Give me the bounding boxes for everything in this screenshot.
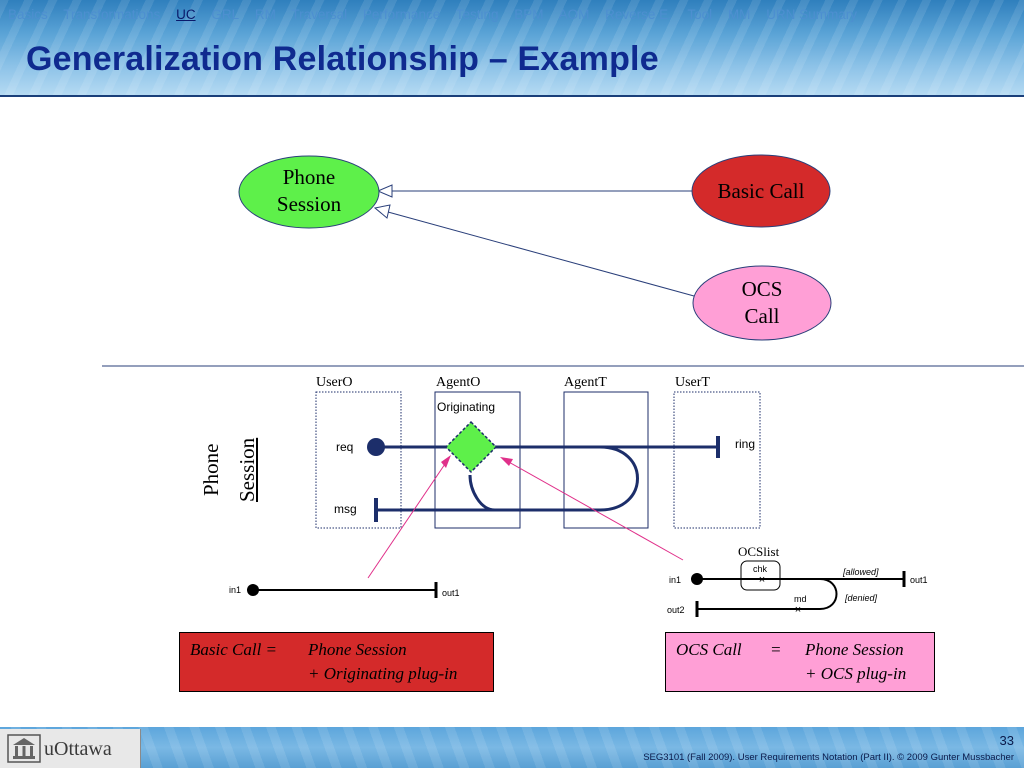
originating-stub <box>444 420 498 474</box>
uottawa-logo-text: uOttawa <box>44 738 112 760</box>
nav-item-traversal[interactable]: Traversal <box>291 7 348 22</box>
plugin-right-path-denied <box>697 578 838 610</box>
ocs-call-eq-rhs2: + OCS plug-in <box>805 664 907 683</box>
label-req: req <box>336 440 354 454</box>
nav-item-reverse-e[interactable]: Reverse E. <box>605 7 672 22</box>
map-title-line1: Phone <box>199 443 223 497</box>
binding-arrow-originating <box>367 460 448 579</box>
map-title-container: Phone Session <box>196 426 276 502</box>
map-title-line2: Session <box>235 437 259 502</box>
basic-call-label: Basic Call <box>717 179 805 203</box>
phone-session-ellipse <box>238 155 380 229</box>
phone-session-line1: Phone <box>282 165 336 189</box>
basic-call-eq-rhs1: Phone Session <box>308 640 407 659</box>
label-msg: msg <box>334 502 357 516</box>
stub-label-originating: Originating <box>437 400 496 414</box>
map-path-stub-loop <box>468 474 496 512</box>
nav-item-testing[interactable]: Testing <box>455 7 499 22</box>
plugin-left-out-label: out1 <box>442 588 460 598</box>
basic-call-equation-box: Basic Call = Phone Session + Originating… <box>179 632 494 692</box>
plugin-left-in-label: in1 <box>229 585 242 595</box>
nav-item-transformations[interactable]: Transformations <box>63 7 161 22</box>
binding-arrowhead-originating <box>441 455 451 468</box>
slide-title: Generalization Relationship – Example <box>26 40 659 78</box>
binding-arrowhead-ocs <box>500 457 513 466</box>
generalization-arrowhead-basic-call <box>376 184 393 198</box>
footer-band <box>0 727 1024 768</box>
map-path-return <box>376 445 639 512</box>
nav-item-urn-summary[interactable]: URN Summary <box>766 7 857 22</box>
generalization-line-ocs-call <box>387 211 695 297</box>
md-label: md <box>794 594 807 604</box>
ocs-call-eq-rhs1: Phone Session <box>805 640 904 659</box>
plugin-right-out1-label: out1 <box>910 575 928 585</box>
basic-call-ellipse <box>691 154 831 228</box>
ocs-call-line1: OCS <box>741 277 783 301</box>
plugin-right-in-label: in1 <box>669 575 682 585</box>
lane-usert-box <box>673 391 761 529</box>
lane-agento-box <box>434 391 521 529</box>
allowed-label: [allowed] <box>843 567 879 577</box>
start-point-req <box>367 438 385 456</box>
generalization-arrowhead-ocs-call <box>373 204 391 219</box>
md-responsibility-mark: × <box>795 604 801 616</box>
top-navigation: Basics Transformations UC GRL RM Travers… <box>8 7 1018 22</box>
nav-item-basics[interactable]: Basics <box>8 7 48 22</box>
plugin-right-out2-label: out2 <box>667 605 685 615</box>
lane-label-usert: UserT <box>675 375 710 390</box>
nav-item-uc[interactable]: UC <box>176 7 196 22</box>
university-building-icon <box>7 734 41 763</box>
footer-credits: SEG3101 (Fall 2009). User Requirements N… <box>643 752 1014 763</box>
header-divider <box>0 95 1024 97</box>
uottawa-logo-box <box>0 729 141 768</box>
nav-item-mm[interactable]: MM <box>727 7 751 22</box>
ocs-call-eq-op: = <box>770 640 782 659</box>
lane-label-usero: UserO <box>316 375 353 390</box>
lane-label-agento: AgentO <box>436 375 481 390</box>
ocs-call-label: OCS Call <box>712 276 812 331</box>
denied-label: [denied] <box>845 593 878 603</box>
ocs-call-equation-box: OCS Call = Phone Session + OCS plug-in <box>665 632 935 692</box>
lane-usero-box <box>315 391 402 529</box>
page-number: 33 <box>999 733 1014 748</box>
ocs-call-ellipse <box>692 265 832 341</box>
nav-item-aom[interactable]: AOM <box>558 7 590 22</box>
basic-call-eq-lhs: Basic Call = <box>190 640 278 659</box>
nav-item-rm[interactable]: RM <box>254 7 276 22</box>
phone-session-label: Phone Session <box>258 164 360 219</box>
binding-arrow-ocs <box>506 460 684 561</box>
chk-label: chk <box>753 564 768 574</box>
phone-session-line2: Session <box>276 192 342 217</box>
ocs-call-eq-lhs: OCS Call <box>676 640 742 659</box>
basic-call-eq-rhs2: + Originating plug-in <box>308 664 458 683</box>
ocslist-component <box>740 560 781 591</box>
nav-item-performance[interactable]: Performance <box>362 7 441 22</box>
ocslist-label: OCSlist <box>738 544 780 559</box>
label-ring: ring <box>735 437 756 451</box>
chk-responsibility-mark: × <box>759 574 765 586</box>
ocs-call-line2: Call <box>744 304 780 329</box>
lane-label-agentt: AgentT <box>564 375 607 390</box>
lane-agentt-box <box>563 391 649 529</box>
nav-item-grl[interactable]: GRL <box>211 7 240 22</box>
nav-item-tool[interactable]: Tool <box>687 7 713 22</box>
nav-item-bpm[interactable]: BPM <box>514 7 544 22</box>
header-band <box>0 0 1024 96</box>
